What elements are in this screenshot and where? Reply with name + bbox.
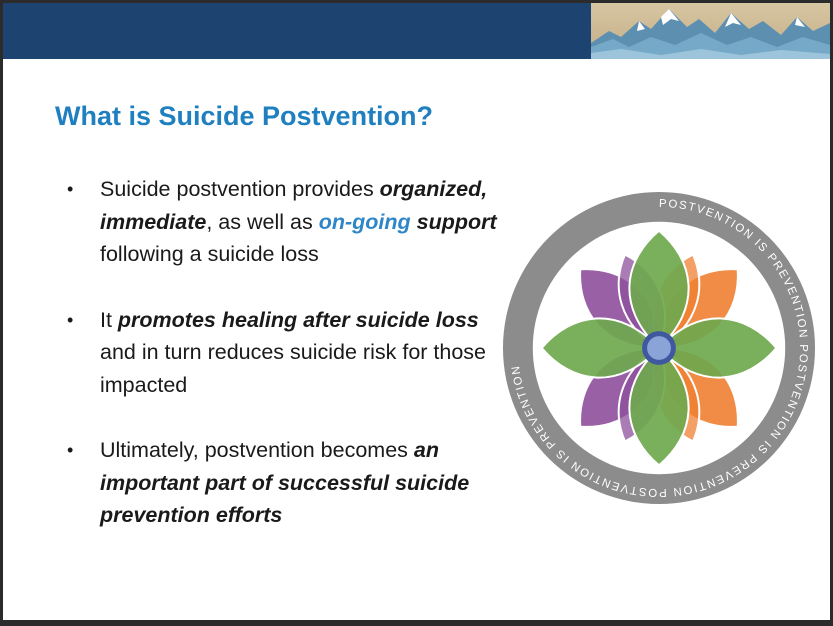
petal-green (657, 317, 778, 379)
bullet-text-run: and in turn reduces suicide risk for tho… (100, 340, 487, 397)
bullet-text-run: organized, immediate (100, 177, 488, 234)
bullet-dot: • (67, 309, 74, 330)
flower-center-inner (647, 336, 671, 360)
bullet-text-run: an important part of successful suicide … (100, 438, 470, 527)
slide: What is Suicide Postvention? • Suicide po… (3, 3, 830, 620)
bullet-text: Suicide postvention provides organized, … (100, 177, 497, 266)
bullet-text-run: support (416, 209, 497, 234)
bullet-item: • Ultimately, postvention becomes an impo… (67, 434, 507, 532)
petal-green (540, 317, 661, 379)
slide-title: What is Suicide Postvention? (55, 101, 434, 131)
header-bar (3, 3, 593, 59)
postvention-emblem: POSTVENTION IS PREVENTION POSTVENTION IS… (502, 191, 816, 505)
petal-green (628, 229, 690, 350)
bullet-text-run: Suicide postvention provides (100, 177, 380, 201)
bullet-dot: • (67, 179, 74, 199)
bullet-list: • Suicide postvention provides organized,… (67, 173, 507, 565)
mountain-icon (591, 3, 830, 59)
bullet-dot: • (67, 440, 74, 460)
bullet-text-run: Ultimately, postvention becomes (100, 438, 414, 462)
bullet-text-run: It (100, 307, 118, 332)
bullet-item: • Suicide postvention provides organized,… (67, 173, 507, 271)
bullet-text: It promotes healing after suicide loss a… (100, 308, 486, 397)
bullet-text-run: following a suicide loss (100, 242, 319, 266)
petal-green (628, 346, 690, 467)
bullet-text-run: , as well as (206, 209, 319, 234)
mountain-banner-image (591, 3, 830, 59)
bullet-text: Ultimately, postvention becomes an impor… (100, 438, 469, 527)
bullet-text-run: on-going (318, 209, 411, 234)
bullet-text-run: promotes healing after suicide loss (117, 307, 479, 332)
bullet-item: • It promotes healing after suicide loss … (67, 304, 507, 402)
flower-petals (540, 229, 778, 467)
